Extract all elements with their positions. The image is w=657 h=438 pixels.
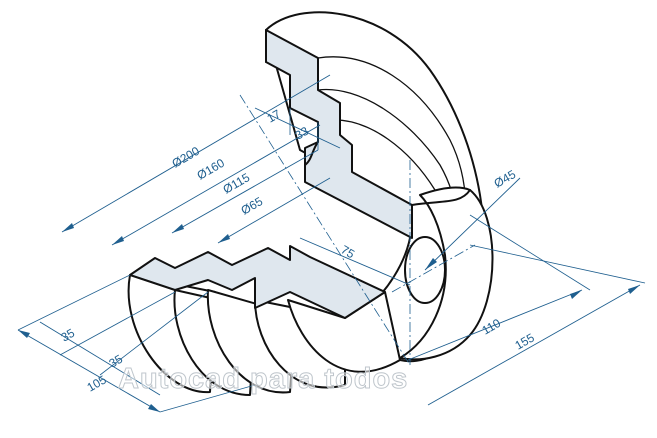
dim-155: 155	[513, 330, 538, 352]
ring-arc-3	[329, 119, 436, 191]
dim-17: 17	[265, 107, 284, 126]
dim-110: 110	[480, 316, 504, 338]
part-body	[127, 11, 494, 396]
dim-d115: Ø115	[221, 170, 253, 197]
lower-disc-5	[287, 291, 401, 373]
dim-105: 105	[85, 372, 110, 394]
edge-3	[304, 141, 319, 166]
dimension-lines	[17, 74, 646, 413]
section-upper	[265, 29, 413, 239]
section-lower	[129, 245, 386, 319]
dim-35-a: 35	[59, 326, 78, 345]
watermark: Autocad para todos	[118, 363, 408, 395]
dim-75: 75	[339, 242, 358, 261]
dim-d200: Ø200	[170, 144, 203, 171]
front-disc	[399, 186, 494, 361]
dim-d65: Ø65	[239, 194, 266, 218]
dim-35-b: 35	[107, 352, 126, 371]
dim-33: 33	[293, 124, 312, 143]
center-lines	[239, 94, 476, 366]
edge-2	[411, 189, 471, 206]
dim-d45: Ø45	[492, 167, 519, 191]
dim-d160: Ø160	[195, 156, 228, 183]
